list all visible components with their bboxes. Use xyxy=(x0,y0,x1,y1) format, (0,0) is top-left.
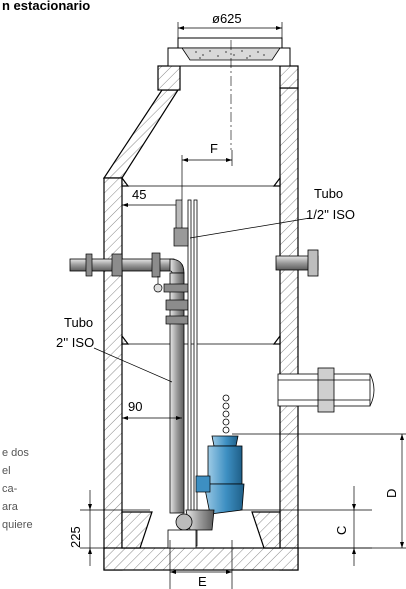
dim-45 xyxy=(122,203,182,207)
dim-90 xyxy=(122,416,182,420)
diameter-label: ø625 xyxy=(212,11,242,26)
d-label: D xyxy=(384,489,399,498)
side-note-line-1: e dos xyxy=(2,447,29,459)
d-dimension xyxy=(232,433,406,549)
inlet-pipe xyxy=(277,367,375,413)
side-note-line-2: el xyxy=(2,465,11,477)
tube-large-leader xyxy=(93,347,173,383)
side-note: e dos el ca- ara quiere xyxy=(2,447,33,531)
f-dimension xyxy=(181,150,233,200)
pit-walls xyxy=(102,65,299,571)
lifting-chain xyxy=(222,394,230,434)
side-note-line-4: ara xyxy=(2,501,19,513)
tube-large-label-2: 2'' ISO xyxy=(56,335,94,350)
side-note-line-5: quiere xyxy=(2,519,33,531)
riser-pipe xyxy=(153,272,191,514)
dim-225-label: 225 xyxy=(68,526,83,548)
vent-pipe xyxy=(275,249,319,277)
tube-small-label-1: Tubo xyxy=(314,186,343,201)
c-label: C xyxy=(334,526,349,535)
discharge-pipe-horizontal xyxy=(69,252,185,278)
f-label: F xyxy=(210,141,218,156)
dim-225 xyxy=(80,490,150,566)
header-title: n estacionario xyxy=(2,0,90,13)
tube-small-leader xyxy=(189,217,311,239)
e-dimension xyxy=(169,540,233,589)
pump-base xyxy=(167,529,197,549)
manhole-cover xyxy=(167,37,291,67)
dim-45-label: 45 xyxy=(132,187,146,202)
tube-small-label-2: 1/2'' ISO xyxy=(306,207,355,222)
tube-large-label-1: Tubo xyxy=(64,315,93,330)
dim-90-label: 90 xyxy=(128,399,142,414)
e-label: E xyxy=(198,574,207,589)
side-note-line-3: ca- xyxy=(2,483,18,495)
submersible-pump xyxy=(175,435,245,531)
diameter-dimension xyxy=(177,22,283,38)
